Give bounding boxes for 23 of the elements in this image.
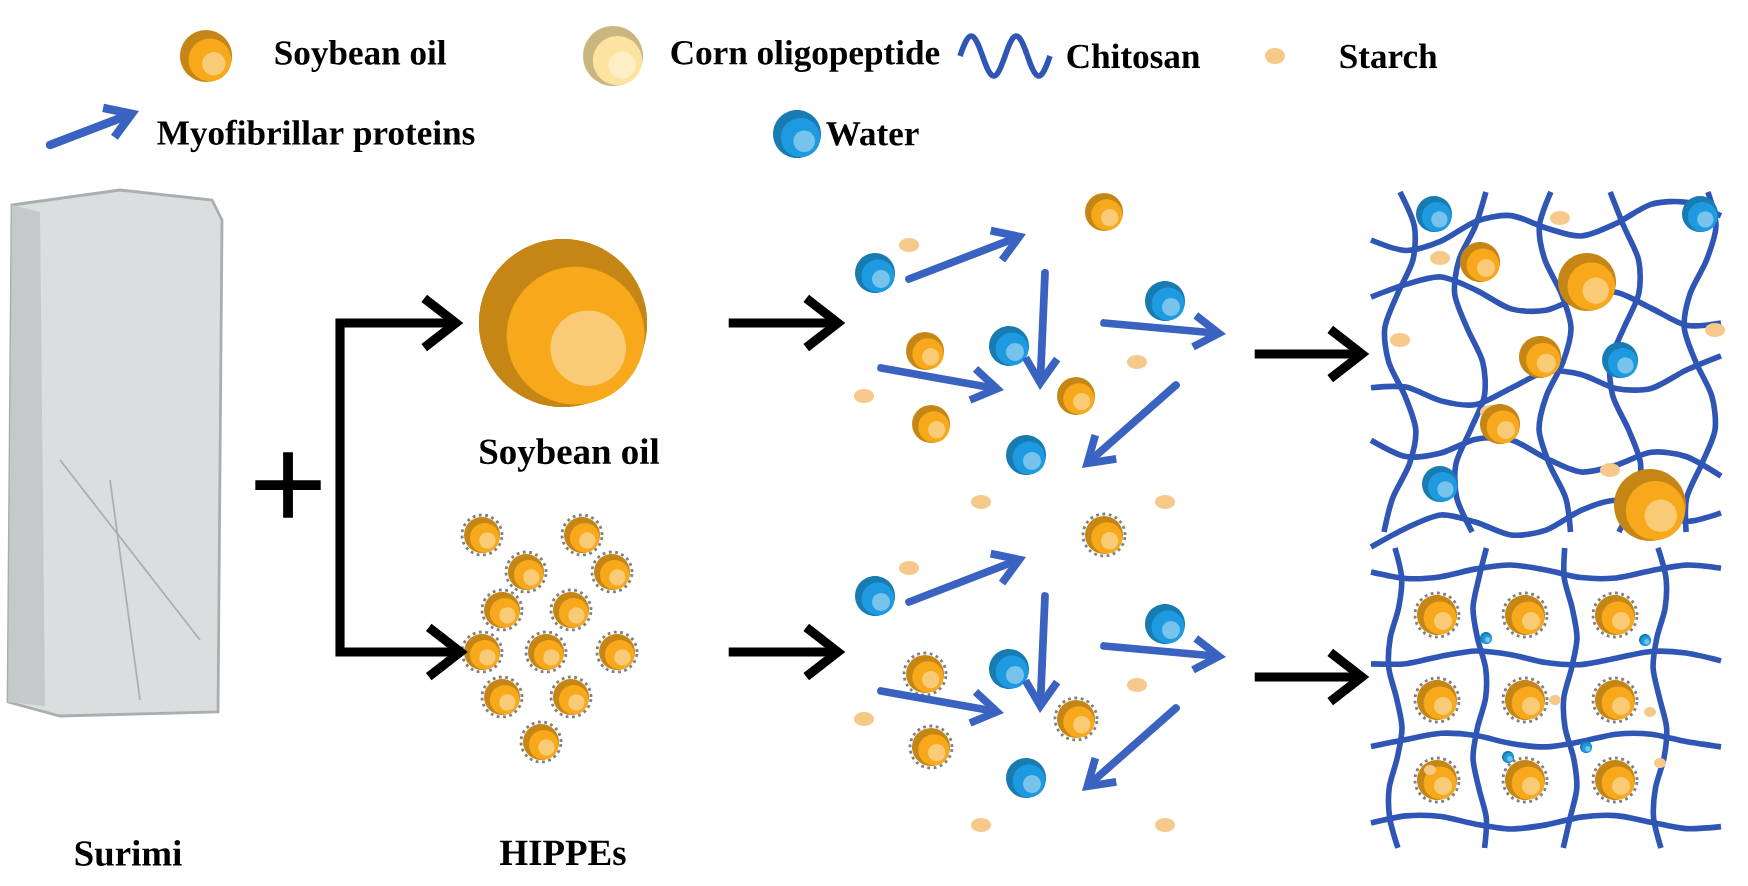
arrow — [728, 623, 846, 681]
mixture-drawing — [854, 512, 1226, 832]
legend-label: Water — [826, 122, 919, 146]
plus-sign: + — [255, 452, 321, 518]
arrow — [335, 294, 464, 452]
node-label: Surimi — [75, 840, 182, 866]
node-label: Soybean oil — [480, 438, 660, 472]
arrow — [1254, 325, 1370, 383]
arrow — [335, 452, 468, 681]
gel-network-drawing — [1370, 547, 1722, 849]
gel-network-drawing — [1369, 190, 1725, 550]
legend-label: Starch — [1340, 43, 1438, 69]
arrow — [728, 294, 846, 352]
legend-label: Soybean oil — [275, 39, 446, 72]
legend-label: Myofibrillar proteins — [157, 119, 475, 153]
mixture-drawing — [854, 193, 1226, 509]
surimi-block-drawing — [6, 188, 224, 718]
node-label: HIPPEs — [500, 840, 626, 866]
oil-droplet — [479, 239, 647, 407]
legend-label: Chitosan — [1067, 43, 1200, 69]
legend-label: Corn oligopeptide — [671, 39, 940, 73]
arrow — [1254, 648, 1370, 706]
droplet-cluster-drawing — [460, 513, 639, 764]
